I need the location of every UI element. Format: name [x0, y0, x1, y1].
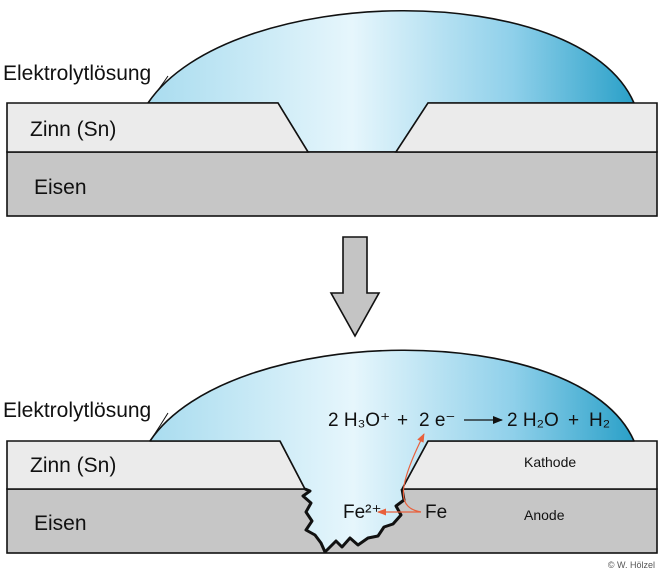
top-electrolyte-leader: [149, 75, 169, 101]
cathode-reaction: 2 H₃O⁺ + 2 e⁻ 2 H₂O + H₂: [328, 410, 610, 431]
bottom-tin-label: Zinn (Sn): [30, 454, 116, 477]
corrosion-pit-outline: [301, 487, 406, 554]
top-iron-label: Eisen: [34, 176, 87, 199]
reaction-reactant-1: 2 H₃O⁺: [328, 410, 390, 431]
reaction-product-2: H₂: [589, 410, 610, 431]
top-tin-left: [6, 102, 310, 153]
reaction-reactant-2: 2 e⁻: [419, 410, 455, 431]
top-electrolyte-label: Elektrolytlösung: [3, 62, 151, 85]
top-tin-right: [394, 102, 658, 153]
bottom-panel: Elektrolytlösung Zinn (Sn) Eisen Kathode…: [3, 349, 658, 570]
bottom-electrolyte-leader: [151, 412, 169, 439]
electron-flow-arrow: [402, 433, 425, 513]
bottom-electrolyte-label: Elektrolytlösung: [3, 399, 151, 422]
anode-label: Anode: [524, 507, 565, 523]
top-panel: Elektrolytlösung Zinn (Sn) Eisen: [3, 9, 658, 217]
top-iron-layer: [6, 151, 658, 217]
transition-down-arrow: [329, 236, 381, 338]
cathode-label: Kathode: [524, 454, 576, 470]
bottom-iron-label: Eisen: [34, 512, 87, 535]
credit-text: © W. Hölzel: [608, 560, 655, 570]
reaction-product-1: 2 H₂O: [507, 410, 559, 431]
fe-label: Fe: [425, 502, 447, 523]
reaction-plus-1: +: [397, 410, 408, 431]
top-tin-label: Zinn (Sn): [30, 118, 116, 141]
reaction-plus-2: +: [568, 410, 579, 431]
fe-ion-label: Fe²⁺: [343, 502, 382, 523]
